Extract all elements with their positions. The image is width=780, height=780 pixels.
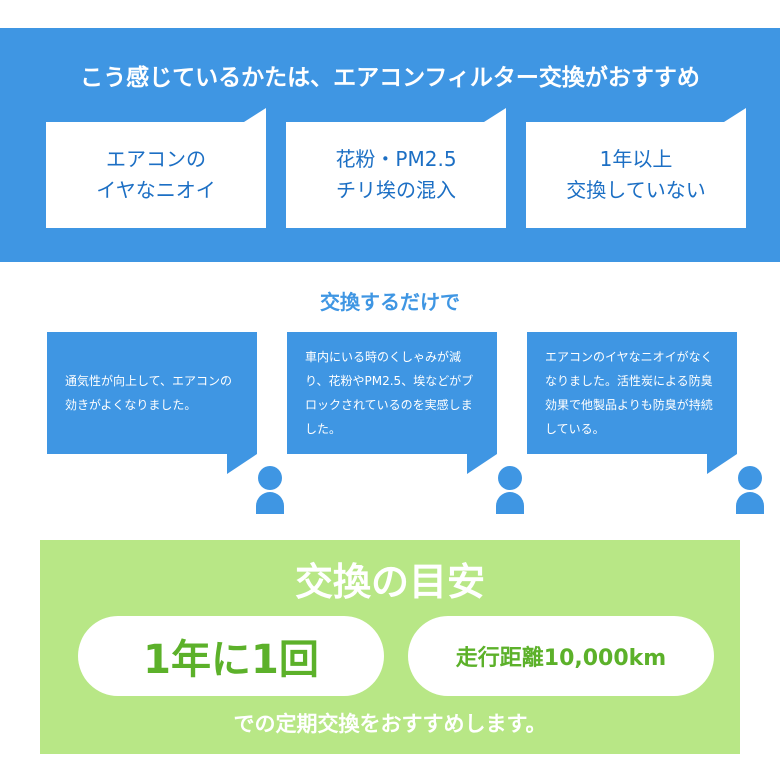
card-tail — [707, 454, 737, 474]
testimonial-card: 車内にいる時のくしゃみが減り、花粉やPM2.5、埃などがブロックされているのを実… — [287, 332, 497, 454]
symptom-bubble: 1年以上 交換していない — [526, 108, 746, 228]
symptom-line: エアコンの — [106, 147, 206, 171]
symptom-bubble: エアコンの イヤなニオイ — [46, 108, 266, 228]
card-tail — [467, 454, 497, 474]
bubble-tail — [244, 108, 266, 122]
card-tail — [227, 454, 257, 474]
symptom-bubble: 花粉・PM2.5 チリ埃の混入 — [286, 108, 506, 228]
guideline-title: 交換の目安 — [294, 560, 485, 604]
testimonial-text: 通気性が向上して、エアコンの効きがよくなりました。 — [65, 374, 233, 412]
guideline-note: での定期交換をおすすめします。 — [233, 712, 547, 736]
distance-text: 走行距離10,000km — [455, 646, 667, 671]
person-torso — [256, 492, 284, 514]
person-head — [258, 466, 282, 490]
symptom-line: イヤなニオイ — [96, 178, 216, 202]
period-pill: 1年に1回 — [78, 616, 384, 696]
person-head — [498, 466, 522, 490]
testimonial-text: 車内にいる時のくしゃみが減り、花粉やPM2.5、埃などがブロックされているのを実… — [305, 350, 474, 436]
symptom-line: 花粉・PM2.5 — [335, 147, 457, 171]
person-icon — [496, 466, 524, 514]
replacement-guideline-panel: 交換の目安 1年に1回 走行距離10,000km での定期交換をおすすめします。 — [40, 540, 740, 754]
person-icon — [736, 466, 764, 514]
section-title: こう感じているかたは、エアコンフィルター交換がおすすめ — [80, 65, 700, 91]
person-torso — [736, 492, 764, 514]
testimonial-card: エアコンのイヤなニオイがなくなりました。活性炭による防臭効果で他製品よりも防臭が… — [527, 332, 737, 454]
bubble-tail — [484, 108, 506, 122]
period-text: 1年に1回 — [143, 637, 319, 683]
person-icon — [256, 466, 284, 514]
testimonial-text: エアコンのイヤなニオイがなくなりました。活性炭による防臭効果で他製品よりも防臭が… — [545, 350, 713, 436]
person-torso — [496, 492, 524, 514]
symptom-line: 1年以上 — [599, 147, 673, 171]
testimonial-card: 通気性が向上して、エアコンの効きがよくなりました。 — [47, 332, 257, 454]
distance-pill: 走行距離10,000km — [408, 616, 714, 696]
person-head — [738, 466, 762, 490]
benefits-title: 交換するだけで — [320, 290, 460, 314]
symptom-line: 交換していない — [566, 178, 706, 202]
bubble-tail — [724, 108, 746, 122]
symptoms-section: こう感じているかたは、エアコンフィルター交換がおすすめ エアコンの イヤなニオイ… — [0, 28, 780, 262]
symptom-line: チリ埃の混入 — [336, 178, 456, 202]
